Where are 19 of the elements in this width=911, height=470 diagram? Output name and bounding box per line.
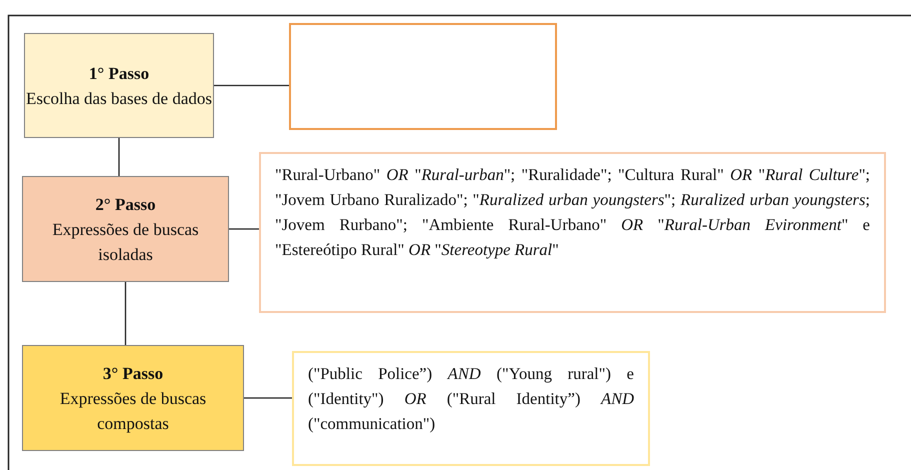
connector-line xyxy=(229,228,259,230)
text-box xyxy=(292,351,650,466)
step-box xyxy=(22,345,244,451)
step-description: Escolha das bases de dados xyxy=(26,88,212,110)
step-box xyxy=(24,33,214,138)
search-terms: "Rural-Urbano" OR "Rural-urban"; "Ruralidade"; "Cultura Rural" OR "Rural Culture"; "Jovem Urbano Ruralizado"; "Ruralized urban youngsters"; Ruralized urban youngsters; "Jovem Rurbano"; "Ambiente Rural-Urbano" OR "Rural-Urban Evironment" e "Estereótipo Rural" OR "Stereotype Rural" xyxy=(275,164,870,261)
text-box xyxy=(259,152,886,313)
search-terms: ("Public Police”) AND ("Young rural") e ("Identity") OR ("Rural Identity”) AND ("communication") xyxy=(308,363,634,435)
step-description: Expressões de buscas isoladas xyxy=(51,218,200,266)
step-description: Expressões de buscas compostas xyxy=(58,388,208,435)
connector-line xyxy=(244,397,292,399)
step-title: 1° Passo xyxy=(88,62,150,84)
step-box xyxy=(22,176,229,282)
connector-line xyxy=(118,138,120,176)
step-title: 3° Passo xyxy=(102,362,164,384)
text-box xyxy=(289,23,557,130)
connector-line xyxy=(124,282,126,345)
step-title: 2° Passo xyxy=(95,194,156,216)
connector-line xyxy=(214,84,289,86)
